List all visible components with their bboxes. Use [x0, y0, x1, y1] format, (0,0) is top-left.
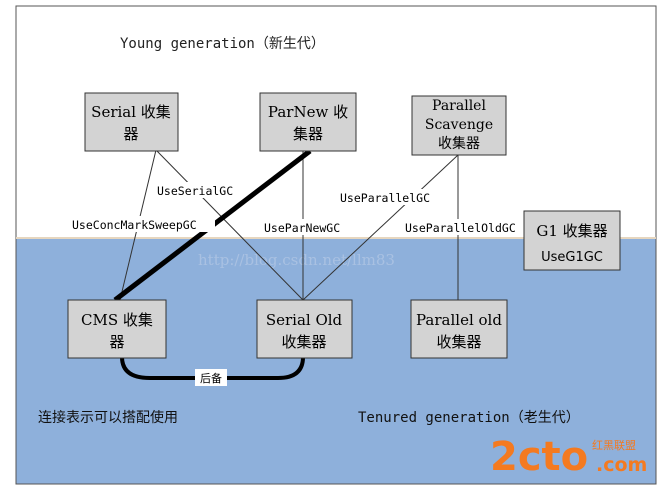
use-conc-mark-sweep-gc-label: UseConcMarkSweepGC	[72, 218, 197, 232]
young-generation-title: Young generation（新生代）	[120, 36, 325, 52]
use-conc-mark-sweep-gc-label-bg	[70, 216, 215, 232]
use-parallel-gc-label: UseParallelGC	[340, 191, 430, 205]
cms-collector-line2: 器	[109, 333, 124, 351]
cms-collector-line1: CMS 收集	[81, 311, 153, 329]
use-serial-gc-label: UseSerialGC	[157, 184, 233, 198]
g1-collector-box: G1 收集器 UseG1GC	[523, 210, 621, 271]
use-serial-gc-label-bg	[155, 182, 241, 198]
edge-parallel-scavenge-to-serial-old	[302, 154, 459, 301]
use-par-new-gc-label: UseParNewGC	[264, 221, 340, 235]
watermark-url: http://blog.csdn.net/llm83	[198, 251, 395, 269]
use-parallel-old-gc-label: UseParallelOldGC	[405, 221, 516, 235]
parnew-collector-box: ParNew 收 集器	[259, 92, 357, 152]
serial-collector-line2: 器	[123, 125, 138, 143]
parallel-scavenge-line1: Parallel	[432, 98, 486, 114]
tenured-generation-title: Tenured generation（老生代）	[358, 410, 580, 426]
watermark-logo-cn: 红黑联盟	[592, 439, 636, 452]
backup-label: 后备	[200, 371, 222, 385]
parnew-collector-line1: ParNew 收	[268, 103, 348, 121]
watermark-logo-domain: .com	[596, 454, 647, 476]
edge-serial-to-serial-old	[155, 149, 304, 301]
parallel-scavenge-collector-box: Parallel Scavenge 收集器	[411, 95, 507, 156]
backup-label-bg	[195, 369, 227, 386]
parallel-scavenge-line2: Scavenge	[425, 117, 493, 133]
serial-collector-line1: Serial 收集	[91, 103, 171, 121]
serial-collector-box: Serial 收集 器	[84, 92, 179, 152]
use-parallel-gc-label-bg	[338, 189, 442, 205]
serial-old-collector-line2: 收集器	[281, 333, 326, 351]
parallel-old-collector-line1: Parallel old	[416, 311, 502, 329]
combination-note: 连接表示可以搭配使用	[38, 409, 178, 426]
parallel-old-collector-line2: 收集器	[436, 333, 481, 351]
serial-old-collector-box: Serial Old 收集器	[256, 299, 353, 359]
watermark-logo: 2cto 红黑联盟 .com	[490, 434, 647, 480]
g1-collector-line1: G1 收集器	[536, 222, 607, 240]
cms-collector-box: CMS 收集 器	[67, 299, 167, 359]
serial-old-collector-line1: Serial Old	[266, 311, 343, 329]
parnew-collector-line2: 集器	[293, 125, 323, 143]
parallel-old-collector-box: Parallel old 收集器	[410, 299, 508, 359]
parallel-scavenge-line3: 收集器	[438, 135, 480, 152]
use-parallel-old-gc-label-bg	[403, 219, 527, 235]
use-par-new-gc-label-bg	[262, 219, 350, 235]
g1-collector-line2: UseG1GC	[541, 250, 603, 265]
watermark-logo-main: 2cto	[490, 434, 588, 480]
